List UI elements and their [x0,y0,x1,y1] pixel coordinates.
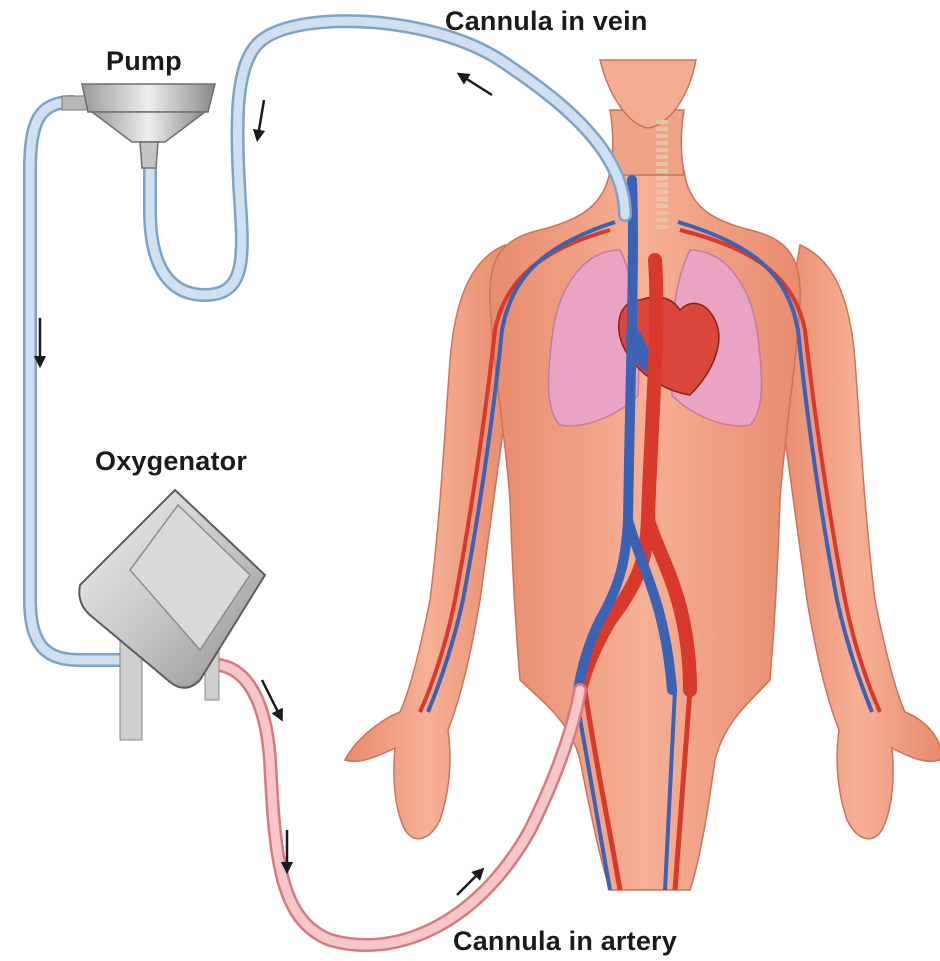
venous-down-arrow [258,100,264,136]
pump-stem [140,142,158,168]
arterial-tubing [205,664,580,945]
right-arm [777,245,940,839]
left-arm [345,245,510,839]
human-body [345,60,940,890]
pump-body [92,112,205,142]
oxygenator-device [79,490,265,740]
pump-top [82,84,215,112]
cannula-in-vein-label: Cannula in vein [445,6,648,37]
venous-return-arrow [462,76,492,95]
oxygenator-label: Oxygenator [95,446,247,477]
pump-label: Pump [106,46,182,77]
cannula-in-artery-label: Cannula in artery [453,926,677,957]
pump-inlet [62,96,88,110]
pump-device [62,84,215,168]
